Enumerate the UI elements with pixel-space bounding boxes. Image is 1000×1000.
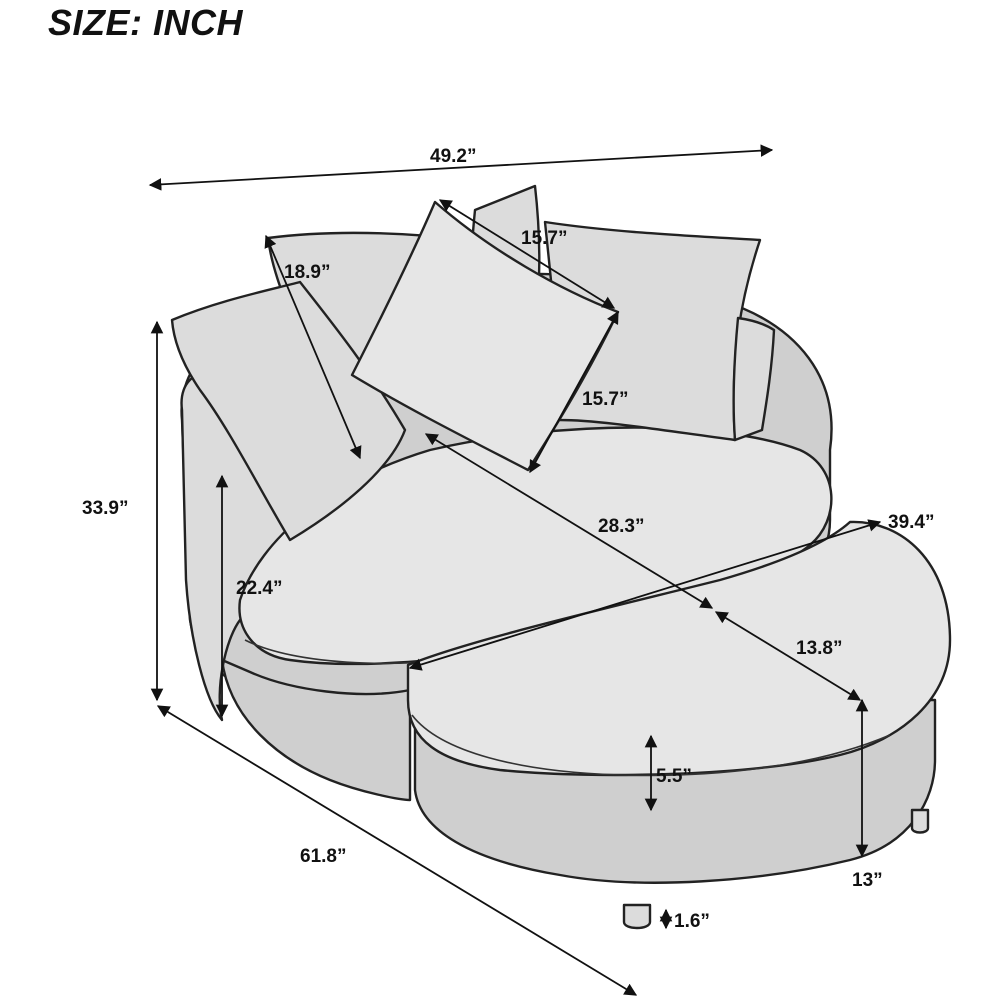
dimline-pillow-width — [438, 199, 616, 309]
label-square-pillow-width: 15.7” — [521, 228, 567, 249]
dimline-ottoman-depth — [714, 611, 862, 701]
label-overall-width: 49.2” — [430, 146, 476, 167]
dimline-overall-depth — [156, 705, 638, 996]
dimension-lines — [148, 144, 882, 996]
label-ottoman-depth: 13.8” — [796, 638, 842, 659]
label-overall-depth: 61.8” — [300, 846, 346, 867]
ottoman-leg-rear — [910, 808, 930, 834]
pillow-right-small — [732, 316, 776, 442]
dimension-labels: 49.2” 33.9” 61.8” 18.9” 15.7” 15.7” 28.3… — [82, 146, 934, 932]
label-square-pillow-height: 15.7” — [582, 389, 628, 410]
dimline-overall-width — [148, 144, 774, 191]
label-leg-height: 1.6” — [674, 911, 710, 932]
label-seat-height: 22.4” — [236, 578, 282, 599]
label-ottoman-cushion-thickness: 5.5” — [656, 766, 692, 787]
dimline-ottoman-width — [408, 519, 882, 671]
dimline-pillow-height — [264, 234, 362, 460]
label-ottoman-width: 39.4” — [888, 512, 934, 533]
label-overall-height: 33.9” — [82, 498, 128, 519]
page-title: SIZE: INCH — [48, 2, 244, 43]
label-seat-depth: 28.3” — [598, 516, 644, 537]
ottoman-leg — [622, 903, 652, 930]
label-pillow-height: 18.9” — [284, 262, 330, 283]
label-ottoman-height: 13” — [852, 870, 883, 891]
